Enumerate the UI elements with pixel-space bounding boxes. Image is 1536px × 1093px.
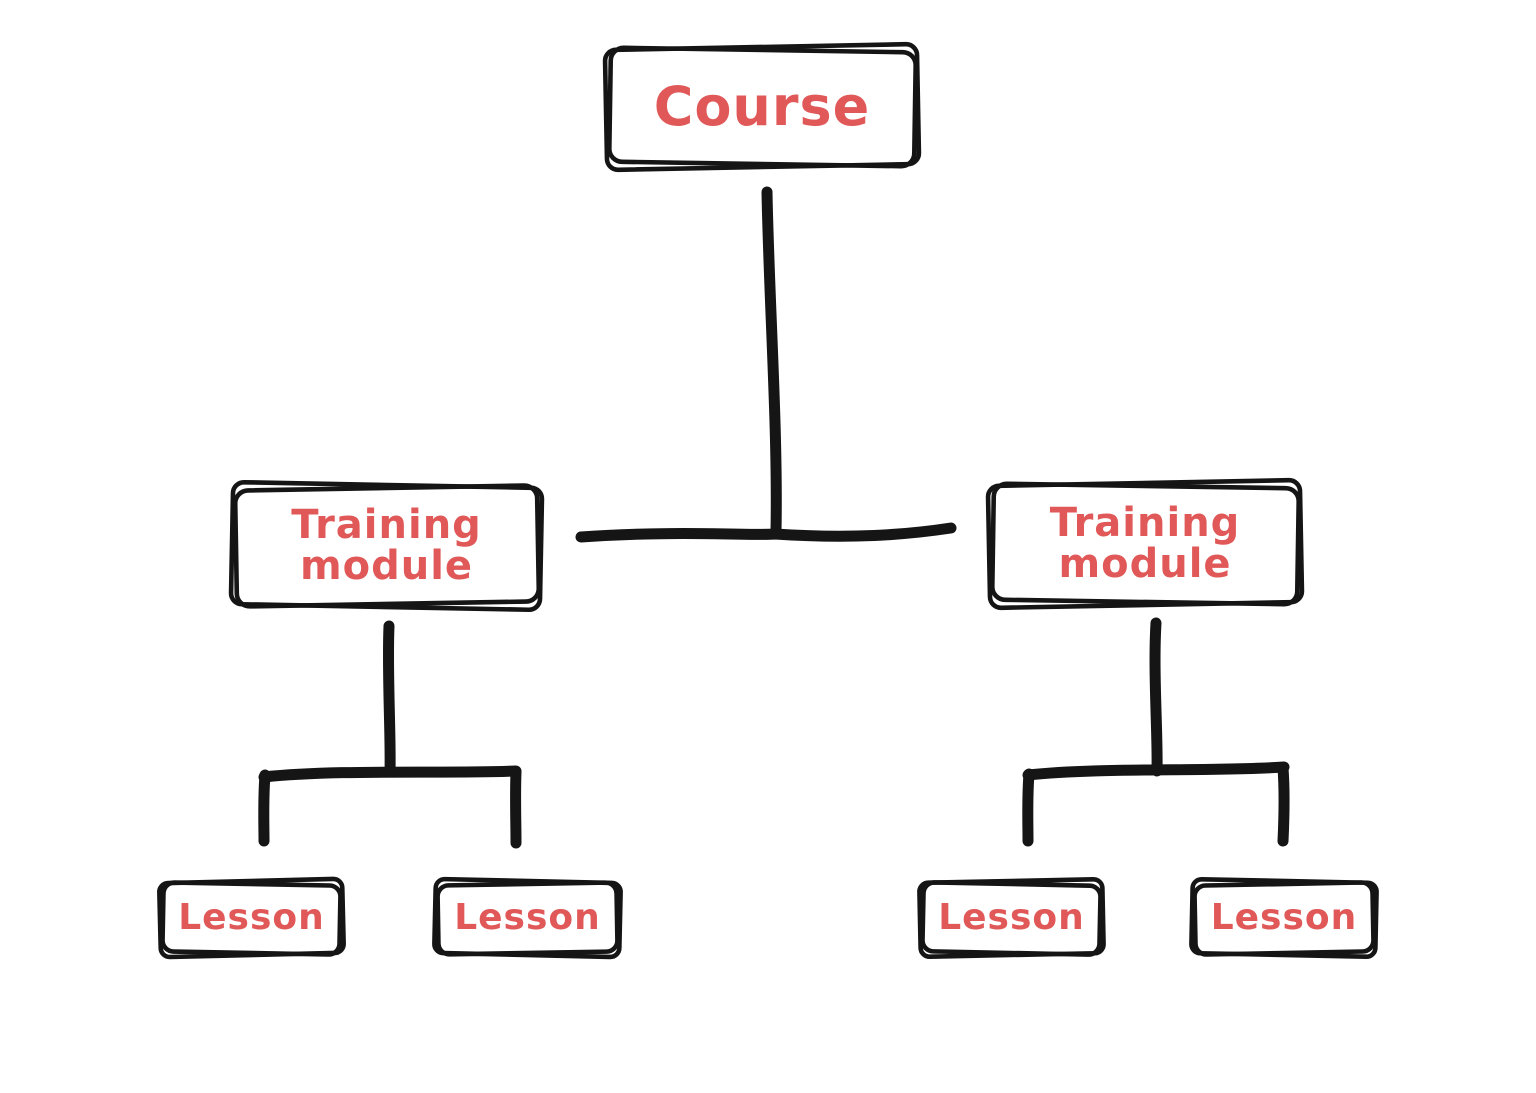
edge-module-left-branch-bar (258, 765, 522, 783)
lesson-3-box-border (917, 876, 1106, 960)
lesson-4-label: Lesson (1210, 896, 1358, 938)
edge-course-branch-bar (575, 522, 957, 543)
course-box-border (602, 41, 922, 173)
edge-lesson-3-stub (1022, 768, 1035, 847)
lesson-3-label: Lesson (938, 896, 1085, 938)
training-module-left-box-border (228, 479, 545, 613)
training-module-left-label: Training module (291, 502, 482, 589)
training-module-right-label: Training module (1049, 500, 1241, 587)
edge-module-right-stem (1149, 617, 1163, 777)
node-lesson-4: Lesson (1185, 873, 1383, 963)
lesson-1-label: Lesson (178, 896, 325, 938)
edge-module-right-branch-bar (1022, 761, 1290, 781)
lesson-1-box-border (157, 876, 346, 960)
node-lesson-1: Lesson (153, 873, 350, 963)
lesson-2-box-border (432, 876, 623, 960)
edge-module-left-stem (382, 620, 396, 778)
edge-lesson-4-stub (1277, 762, 1290, 847)
training-module-right-box-border (985, 477, 1305, 611)
node-lesson-3: Lesson (913, 873, 1110, 963)
node-lesson-2: Lesson (428, 873, 627, 963)
edge-lesson-1-stub (258, 769, 271, 847)
course-label: Course (653, 75, 871, 139)
lesson-2-label: Lesson (454, 896, 601, 938)
node-course: Course (597, 37, 927, 177)
lesson-4-box-border (1189, 876, 1379, 960)
node-training-module-right: Training module (980, 473, 1310, 615)
node-training-module-left: Training module (223, 475, 550, 617)
edge-course-stem (761, 186, 782, 537)
